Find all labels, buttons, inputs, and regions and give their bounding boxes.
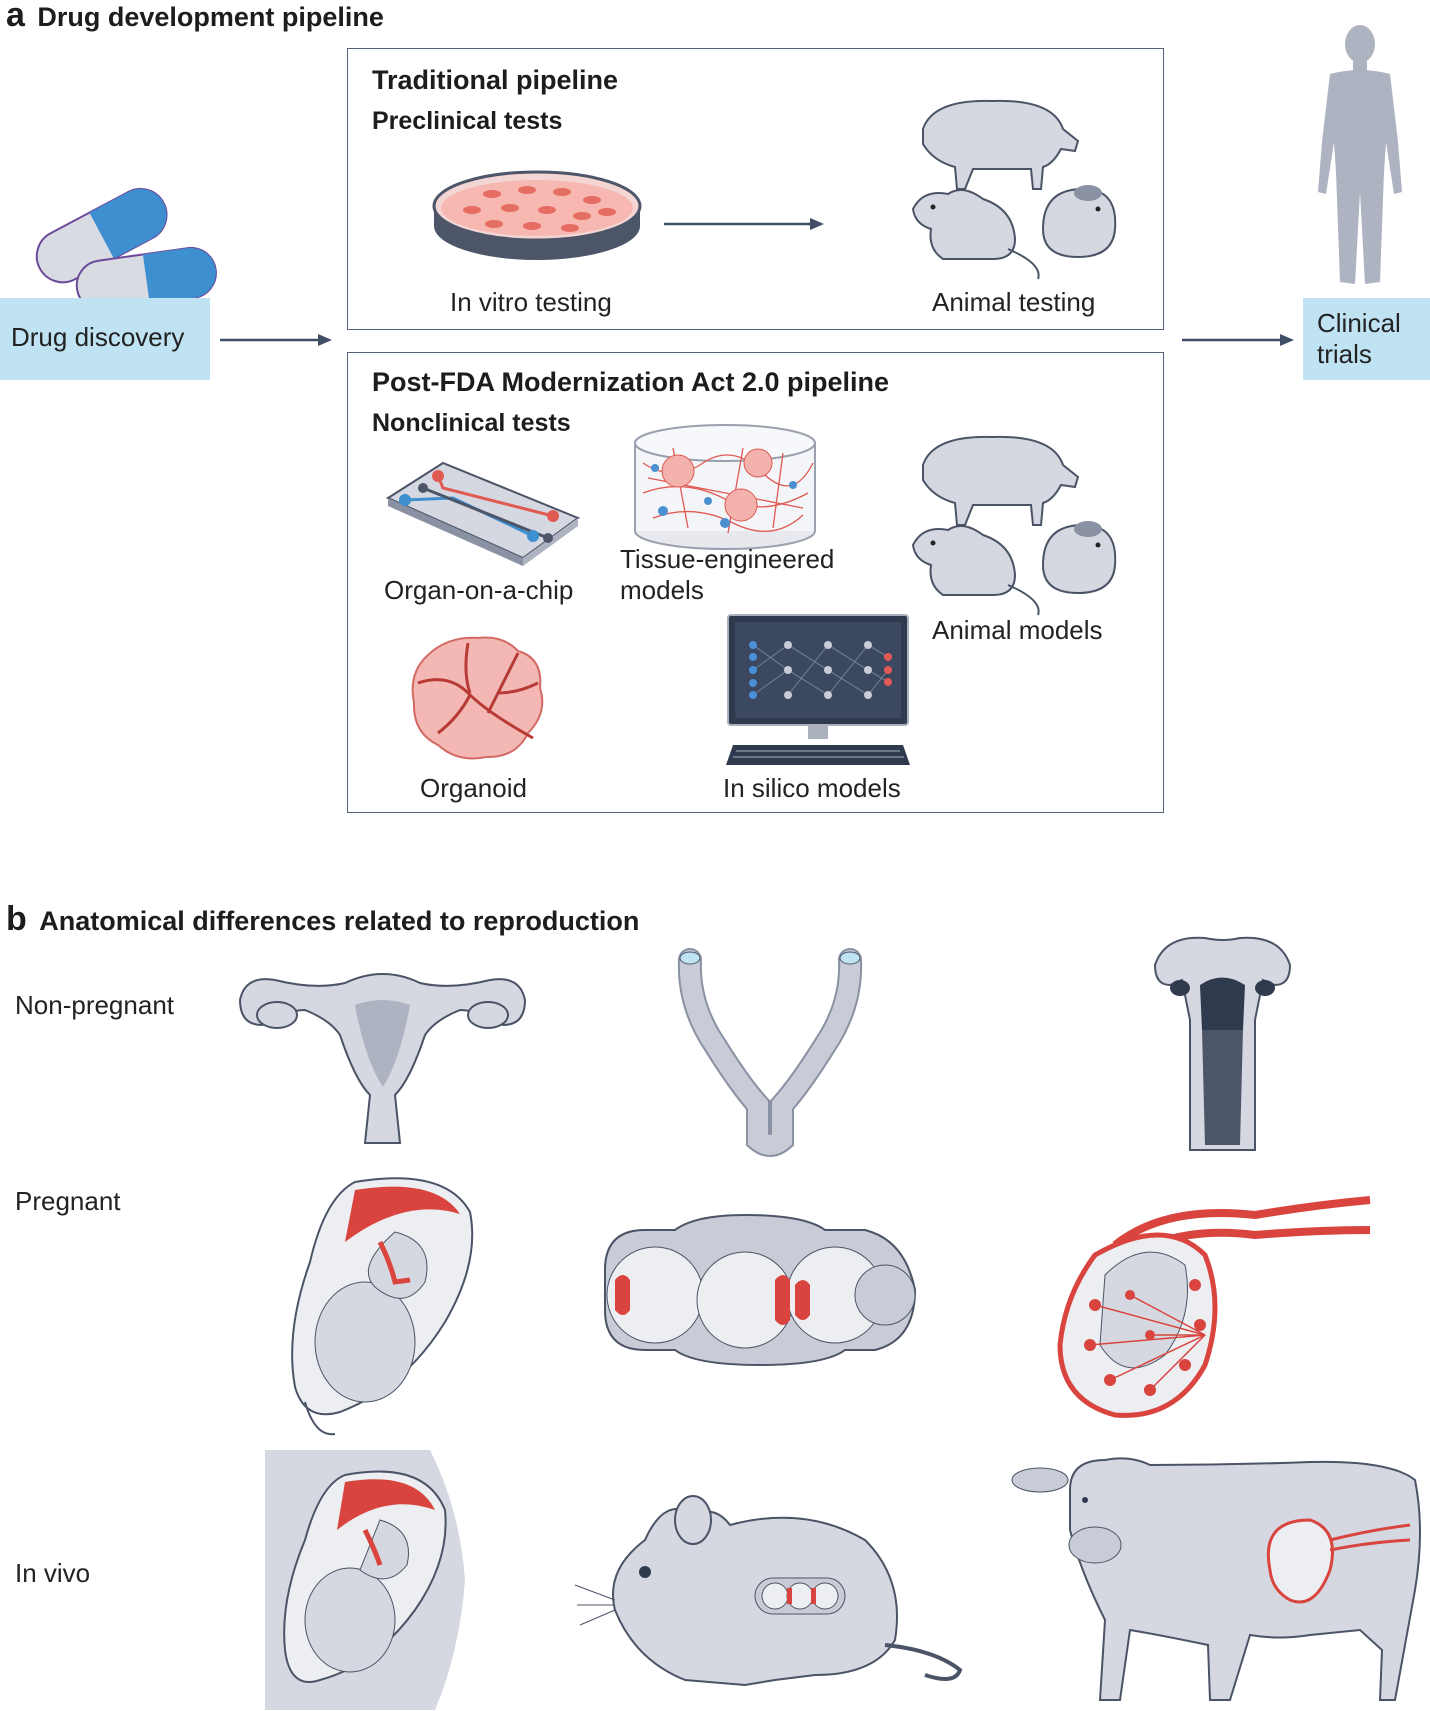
tissue-model-label-line2: models bbox=[620, 575, 704, 605]
traditional-pipeline-box: Traditional pipeline Preclinical tests bbox=[347, 48, 1164, 330]
rodent-pregnant-uterus-icon bbox=[604, 1213, 917, 1367]
tissue-model-label-line1: Tissue-engineered bbox=[620, 544, 835, 574]
in-vitro-label: In vitro testing bbox=[450, 287, 612, 317]
capsule-icon bbox=[35, 187, 217, 312]
panel-b-title: Anatomical differences related to reprod… bbox=[39, 906, 640, 936]
clinical-trials-label: Clinical trials bbox=[1317, 308, 1401, 370]
arrow-to-clinical bbox=[1182, 334, 1294, 346]
panel-a-letter: a bbox=[6, 0, 25, 34]
human-silhouette-icon bbox=[1318, 25, 1402, 284]
row-label-non-pregnant: Non-pregnant bbox=[15, 990, 174, 1020]
preclinical-tests-subtitle: Preclinical tests bbox=[372, 107, 563, 135]
human-uterus-icon bbox=[238, 973, 527, 1144]
row-label-pregnant: Pregnant bbox=[15, 1186, 121, 1216]
organoid-icon bbox=[411, 636, 544, 760]
animal-models-icon bbox=[911, 435, 1117, 616]
arrow-to-pipelines bbox=[220, 334, 332, 346]
animals-icon bbox=[911, 99, 1117, 280]
drug-discovery-box: Drug discovery bbox=[0, 298, 210, 380]
in-vitro-to-animal-arrow bbox=[664, 218, 824, 230]
human-in-vivo-icon bbox=[265, 1450, 465, 1710]
panel-a-heading: a Drug development pipeline bbox=[6, 0, 384, 35]
modern-pipeline-box: Post-FDA Modernization Act 2.0 pipeline … bbox=[347, 352, 1164, 813]
computer-icon bbox=[726, 614, 910, 765]
tissue-model-label: Tissue-engineered models bbox=[620, 544, 834, 606]
tissue-model-icon bbox=[634, 424, 816, 550]
rodent-uterus-icon bbox=[677, 948, 863, 1157]
clinical-trials-box: Clinical trials bbox=[1303, 298, 1430, 380]
modern-pipeline-title: Post-FDA Modernization Act 2.0 pipeline bbox=[372, 367, 890, 397]
petri-dish-icon bbox=[432, 170, 642, 260]
row-label-in-vivo: In vivo bbox=[15, 1558, 91, 1588]
organ-chip-label: Organ-on-a-chip bbox=[384, 575, 574, 605]
organ-chip-icon bbox=[385, 461, 581, 566]
animal-models-label: Animal models bbox=[932, 615, 1103, 645]
cow-uterus-icon bbox=[1153, 936, 1292, 1151]
organoid-label: Organoid bbox=[420, 773, 527, 803]
drug-discovery-label: Drug discovery bbox=[11, 322, 185, 352]
cow-in-vivo-icon bbox=[1011, 1457, 1421, 1701]
nonclinical-tests-subtitle: Nonclinical tests bbox=[372, 409, 571, 437]
clinical-trials-label-line1: Clinical bbox=[1317, 308, 1401, 338]
panel-a-title: Drug development pipeline bbox=[37, 2, 384, 32]
in-silico-label: In silico models bbox=[723, 773, 901, 803]
traditional-pipeline-title: Traditional pipeline bbox=[372, 65, 619, 95]
cow-pregnant-uterus-icon bbox=[1057, 1196, 1371, 1418]
mouse-in-vivo-icon bbox=[574, 1495, 963, 1687]
animal-testing-label: Animal testing bbox=[932, 287, 1096, 317]
human-pregnant-uterus-icon bbox=[291, 1177, 474, 1436]
panel-b-heading: b Anatomical differences related to repr… bbox=[6, 900, 639, 939]
clinical-trials-label-line2: trials bbox=[1317, 339, 1372, 369]
panel-b-letter: b bbox=[6, 900, 27, 938]
